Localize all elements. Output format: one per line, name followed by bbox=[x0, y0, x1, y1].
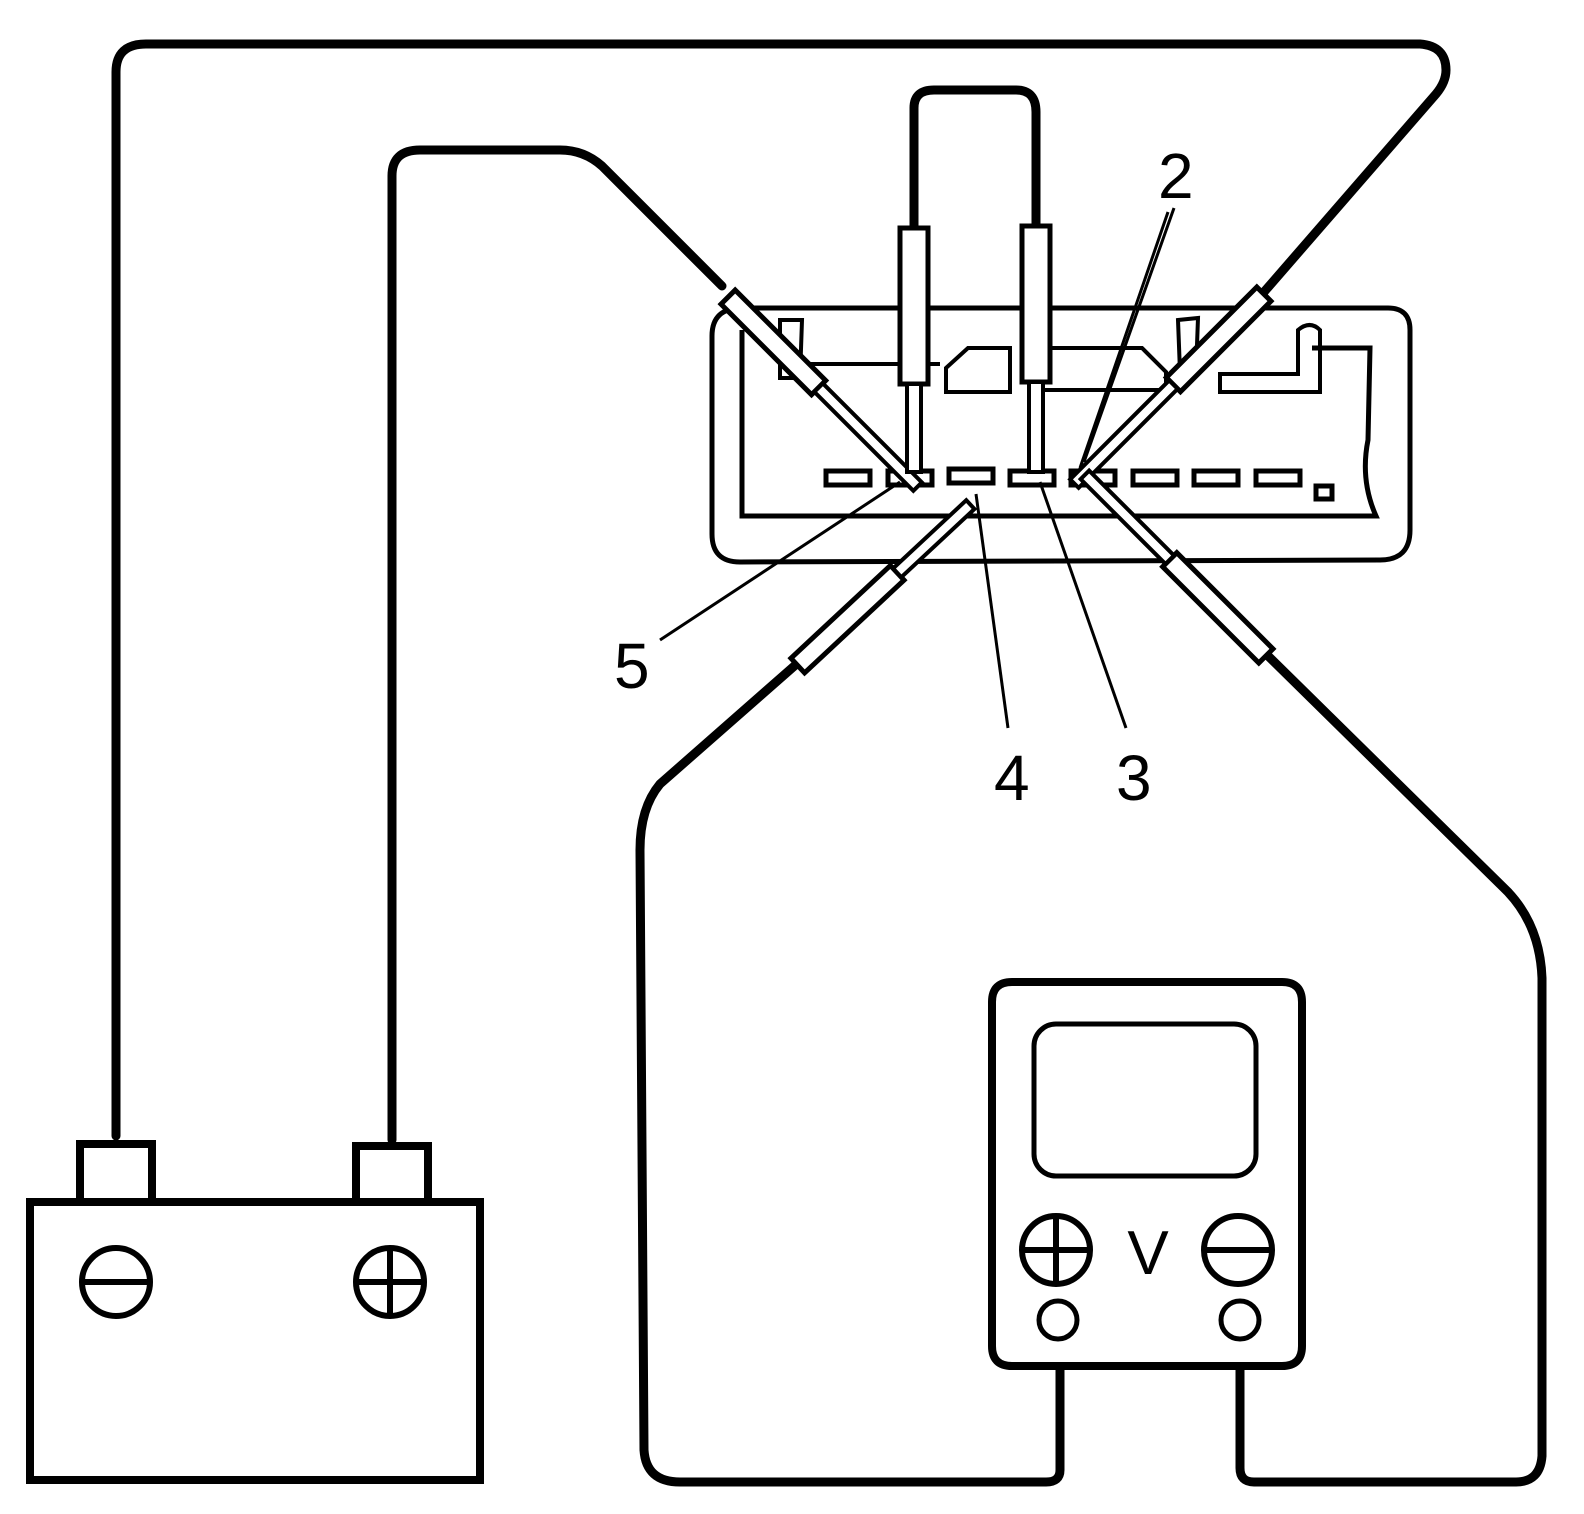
connector-pin-7 bbox=[1191, 468, 1241, 488]
battery-negative-terminal bbox=[76, 1140, 156, 1208]
callout-2: 2 bbox=[1158, 140, 1194, 212]
callout-5: 5 bbox=[614, 630, 650, 702]
connector-pin-8 bbox=[1253, 468, 1303, 488]
plus-circle-icon bbox=[353, 1245, 427, 1319]
connector-housing bbox=[709, 305, 1413, 565]
callout-4: 4 bbox=[994, 742, 1030, 814]
meter-negative-wire bbox=[1235, 641, 1547, 1487]
probe-top-right bbox=[1067, 283, 1275, 491]
connector-pin-9 bbox=[1313, 483, 1335, 502]
probe-bottom-right bbox=[1077, 467, 1277, 667]
meter-positive-wire bbox=[635, 649, 1065, 1487]
leader-line-4 bbox=[974, 493, 1010, 729]
connector-pin-6 bbox=[1130, 468, 1180, 488]
battery bbox=[26, 1140, 484, 1484]
jumper-wire bbox=[909, 85, 1041, 233]
voltmeter-negative-jack bbox=[1218, 1298, 1262, 1342]
battery-positive-wire bbox=[387, 145, 727, 1145]
minus-circle-icon bbox=[79, 1245, 153, 1319]
voltmeter-positive-jack bbox=[1036, 1298, 1080, 1342]
voltmeter: V bbox=[988, 978, 1306, 1370]
callout-3: 3 bbox=[1116, 742, 1152, 814]
leader-line-3 bbox=[1038, 481, 1128, 729]
battery-body bbox=[26, 1198, 484, 1484]
leader-line-5 bbox=[659, 480, 901, 642]
battery-negative-wire bbox=[111, 39, 1451, 1141]
battery-positive-terminal bbox=[352, 1142, 432, 1208]
probe-top-1 bbox=[897, 225, 931, 474]
probe-top-left bbox=[717, 286, 925, 494]
connector-pin-4 bbox=[946, 466, 996, 486]
voltmeter-symbol: V bbox=[1127, 1219, 1169, 1288]
probe-top-2 bbox=[1019, 223, 1053, 474]
connector-pin-1 bbox=[823, 468, 873, 488]
minus-circle-icon bbox=[1201, 1213, 1275, 1287]
leader-line-2 bbox=[1082, 207, 1176, 463]
probe-bottom-left bbox=[787, 497, 978, 677]
leader-line-2b bbox=[1078, 211, 1170, 469]
voltmeter-display bbox=[1031, 1021, 1259, 1179]
plus-circle-icon bbox=[1019, 1213, 1093, 1287]
